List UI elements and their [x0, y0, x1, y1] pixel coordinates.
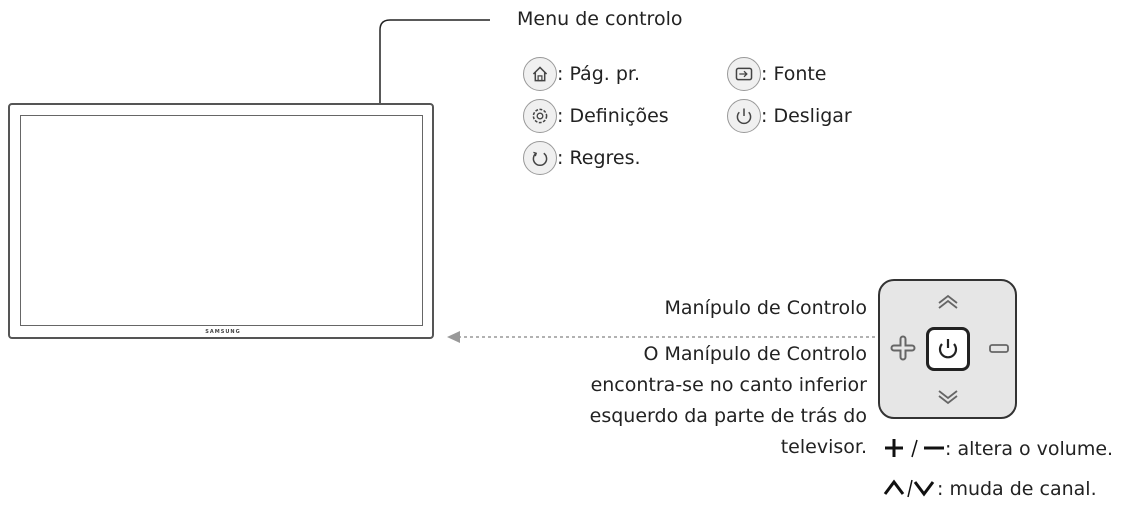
volume-label: : altera o volume. — [945, 438, 1114, 460]
up-chevron-icon — [883, 479, 905, 495]
power-label: : Desligar — [761, 105, 852, 127]
slash-icon — [911, 439, 918, 458]
home-icon — [523, 57, 557, 91]
home-label: : Pág. pr. — [557, 63, 640, 85]
joystick-desc-line-2: encontra-se no canto inferior — [590, 374, 867, 396]
plus-icon — [885, 439, 903, 457]
joystick-title: Manípulo de Controlo — [664, 297, 868, 319]
menu-connector-line — [379, 19, 490, 234]
slash-icon-2 — [907, 479, 913, 498]
source-label: : Fonte — [761, 63, 827, 85]
joystick-desc-line-4: televisor. — [780, 436, 867, 458]
joystick-power-button — [926, 327, 970, 371]
joystick-minus-icon — [989, 344, 1009, 353]
settings-label: : Definições — [557, 105, 669, 127]
power-icon — [727, 99, 761, 133]
menu-title: Menu de controlo — [517, 8, 683, 30]
return-label: : Regres. — [557, 147, 641, 169]
source-icon — [727, 57, 761, 91]
volume-symbols — [885, 439, 944, 458]
joystick-up-icon — [938, 294, 958, 309]
joystick-down-icon — [938, 390, 958, 405]
tv-frame — [8, 103, 434, 339]
joystick-desc-line-3: esquerdo da parte de trás do — [589, 405, 867, 427]
settings-icon — [523, 99, 557, 133]
joystick-symbols — [890, 294, 1009, 405]
joystick-pointer-arrowhead — [447, 331, 460, 343]
tv-brand-logo: SAMSUNG — [205, 329, 241, 335]
joystick-desc-line-1: O Manípulo de Controlo — [643, 343, 868, 365]
return-icon — [523, 141, 557, 175]
channel-label: : muda de canal. — [937, 478, 1097, 500]
tv-screen — [20, 115, 423, 326]
down-chevron-icon — [913, 481, 935, 497]
channel-symbols — [883, 479, 935, 498]
